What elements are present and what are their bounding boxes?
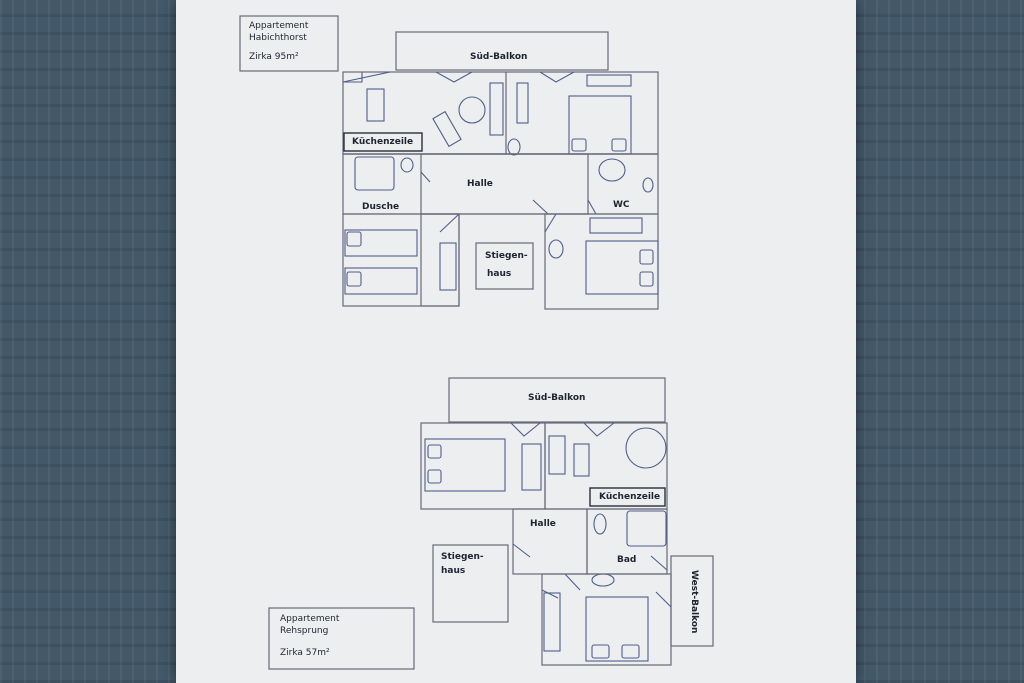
apartment-rehsprung-info: Appartement Rehsprung Zirka 57m² [270,610,413,668]
apartment-habichthorst-info: Appartement Habichthorst Zirka 95m² [241,18,337,70]
stiegenhaus-outline-1 [475,242,534,290]
apartment-habichthorst-title-line2: Habichthorst [249,33,307,43]
sued-balkon-outline-1 [395,31,609,71]
room-label-kuechenzeile-1: Küchenzeile [352,137,414,147]
room-label-kuechenzeile-2: Küchenzeile [599,492,661,502]
paper-sheet [176,0,856,683]
stiegenhaus-2-line2: haus [441,566,466,576]
room-label-bad: Bad [617,555,637,565]
room-label-dusche: Dusche [362,202,400,212]
stiegenhaus-2-line1: Stiegen- [441,552,484,562]
apartment-rehsprung-title-line1: Appartement [280,614,340,624]
room-label-halle-1: Halle [467,179,493,189]
stiegenhaus-1-line1: Stiegen- [485,251,528,261]
apartment-rehsprung-title-line2: Rehsprung [280,626,329,636]
sued-balkon-outline-2 [448,377,666,423]
room-label-wc: WC [613,200,630,210]
floor-plan-habichthorst [342,31,659,310]
room-label-sued-balkon-2: Süd-Balkon [528,393,586,403]
stiegenhaus-1-line2: haus [487,269,512,279]
apartment-habichthorst-area: Zirka 95m² [249,52,299,62]
room-label-stiegenhaus-1: Stiegen- haus [485,250,528,280]
room-label-halle-2: Halle [530,519,556,529]
room-label-sued-balkon-1: Süd-Balkon [470,52,528,62]
floor-plan-rehsprung [239,15,714,670]
apartment-habichthorst-title-line1: Appartement [249,21,309,31]
west-balkon-outline [670,555,714,647]
stiegenhaus-outline-2 [432,544,509,623]
apartment-rehsprung-area: Zirka 57m² [280,648,330,658]
room-label-west-balkon: West-Balkon [689,570,699,634]
room-label-stiegenhaus-2: Stiegen- haus [441,551,484,577]
